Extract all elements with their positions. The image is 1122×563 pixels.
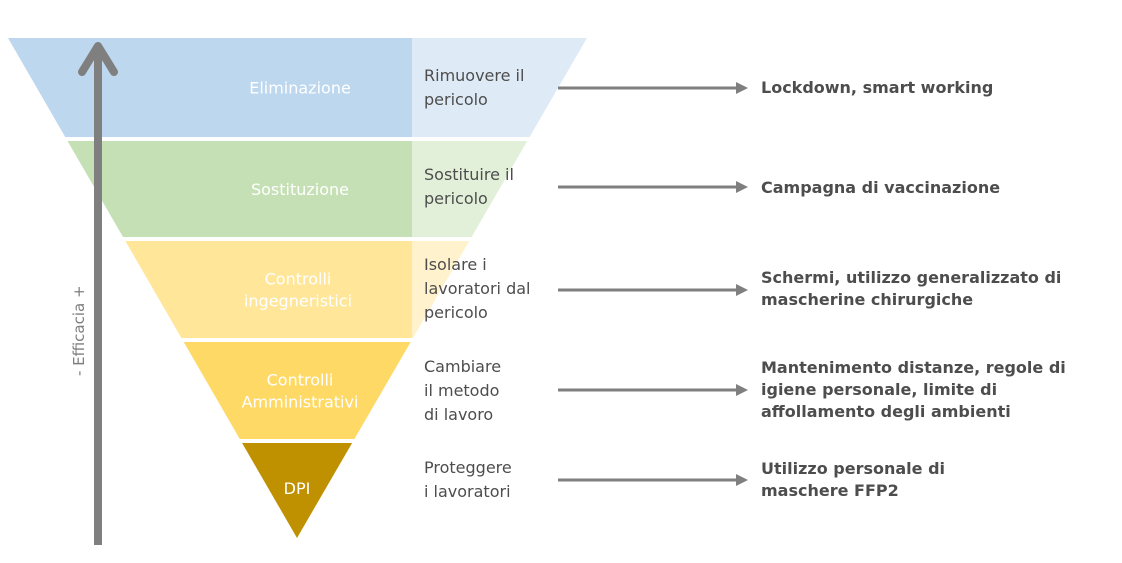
- level-name-controlli-ingegneristici: ingegneristici: [244, 292, 352, 311]
- efficacy-axis-label: - Efficacia +: [70, 285, 88, 376]
- level-example-controlli-amministrativi: Mantenimento distanze, regole di igiene …: [761, 358, 1066, 421]
- level-band-secondary-sostituzione: [412, 141, 528, 237]
- level-description-eliminazione: Rimuovere il pericolo: [424, 66, 525, 109]
- level-band-primary-eliminazione: [8, 38, 412, 137]
- level-description-sostituzione: Sostituire il pericolo: [424, 165, 514, 208]
- level-name-controlli-ingegneristici: Controlli: [265, 270, 332, 289]
- level-example-dpi: Utilizzo personale di maschere FFP2: [761, 459, 946, 500]
- level-name-controlli-amministrativi: Controlli: [267, 371, 334, 390]
- level-name-controlli-amministrativi: Amministrativi: [242, 393, 359, 412]
- connector-arrow-dpi: [558, 474, 748, 486]
- level-description-controlli-ingegneristici: Isolare i lavoratori dal pericolo: [424, 255, 531, 322]
- connector-arrow-controlli-amministrativi: [558, 384, 748, 396]
- level-band-primary-controlli-ingegneristici: [125, 241, 413, 338]
- connector-arrow-sostituzione: [558, 181, 748, 193]
- level-name-sostituzione: Sostituzione: [251, 180, 349, 199]
- level-band-primary-controlli-amministrativi: [183, 342, 411, 439]
- level-description-dpi: Proteggere i lavoratori: [424, 458, 512, 501]
- level-band-controlli-ingegneristici: Controlli ingegneristici: [125, 241, 470, 338]
- level-band-sostituzione: Sostituzione: [67, 141, 528, 237]
- level-band-primary-sostituzione: [67, 141, 412, 237]
- level-name-eliminazione: Eliminazione: [249, 79, 351, 98]
- connector-arrow-controlli-ingegneristici: [558, 284, 748, 296]
- level-band-dpi: DPI: [242, 443, 353, 538]
- level-band-secondary-eliminazione: [412, 38, 587, 137]
- level-band-secondary-controlli-ingegneristici: [412, 241, 470, 338]
- level-example-eliminazione: Lockdown, smart working: [761, 78, 994, 97]
- connector-arrow-eliminazione: [558, 82, 748, 94]
- level-example-sostituzione: Campagna di vaccinazione: [761, 178, 1001, 197]
- level-name-dpi: DPI: [284, 479, 311, 498]
- level-band-primary-dpi: [242, 443, 353, 538]
- level-description-controlli-amministrativi: Cambiare il metodo di lavoro: [424, 357, 502, 424]
- efficacy-axis-arrow: [78, 42, 118, 545]
- level-example-controlli-ingegneristici: Schermi, utilizzo generalizzato di masch…: [761, 268, 1062, 309]
